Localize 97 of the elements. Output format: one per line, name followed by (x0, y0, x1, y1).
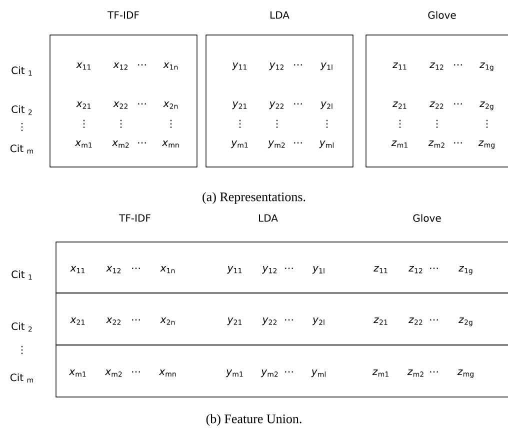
ellipsis: ⋯ (138, 142, 146, 144)
matrix-entry: z$_{22}$ (408, 318, 422, 325)
ellipsis: ⋮ (22, 122, 23, 132)
ellipsis: ⋯ (132, 268, 140, 269)
matrix-entry: x$_{m1}$ (68, 370, 86, 377)
matrix-entry: x$_{m2}$ (112, 140, 129, 148)
matrix-entry: x$_{12}$ (106, 266, 120, 274)
ellipsis: ⋯ (132, 319, 140, 320)
row-label: Cit $_{2}$ (12, 105, 32, 115)
ellipsis: ⋯ (138, 64, 146, 66)
matrix-entry: x$_{21}$ (70, 318, 85, 325)
row-label: Cit $_{1}$ (12, 66, 32, 76)
matrix-entry: y$_{11}$ (232, 62, 247, 70)
column-heading: Glove (413, 214, 441, 222)
matrix-entry: y$_{21}$ (227, 318, 242, 326)
ellipsis: ⋯ (454, 103, 462, 104)
row-label: Cit $_{2}$ (12, 322, 32, 332)
matrix-entry: x$_{1n}$ (160, 266, 175, 274)
ellipsis: ⋮ (84, 120, 85, 128)
matrix-entry: z$_{11}$ (392, 62, 406, 70)
row-label: Cit $_{m}$ (10, 373, 33, 383)
column-heading: TF-IDF (108, 11, 139, 19)
matrix-entry: z$_{2g}$ (458, 318, 472, 326)
matrix-entry: y$_{22}$ (269, 102, 284, 110)
ellipsis: ⋮ (240, 120, 241, 128)
caption: (a) Representations. (202, 192, 306, 204)
matrix-entry: y$_{ml}$ (311, 370, 326, 378)
matrix-entry: x$_{2n}$ (160, 318, 175, 325)
matrix-entry: z$_{11}$ (374, 266, 388, 274)
matrix-entry: x$_{22}$ (113, 102, 128, 109)
matrix-entry: z$_{m1}$ (391, 140, 408, 148)
matrix-entry: z$_{1g}$ (480, 62, 494, 72)
matrix-entry: x$_{12}$ (113, 62, 128, 70)
column-heading: Glove (428, 11, 456, 19)
ellipsis: ⋮ (170, 120, 172, 128)
ellipsis: ⋯ (294, 103, 302, 104)
matrix-entry: x$_{1n}$ (163, 62, 178, 70)
matrix-entry: y$_{12}$ (262, 266, 277, 274)
matrix-entry: y$_{22}$ (262, 318, 277, 326)
matrix-entry: y$_{1l}$ (312, 266, 324, 274)
matrix-entry: z$_{1g}$ (458, 266, 472, 275)
ellipsis: ⋯ (430, 268, 438, 269)
matrix-entry: x$_{m2}$ (104, 370, 122, 377)
column-heading: LDA (270, 11, 290, 19)
matrix-entry: z$_{m2}$ (428, 140, 444, 148)
matrix-entry: y$_{1l}$ (320, 62, 332, 70)
matrix-entry: x$_{mn}$ (162, 140, 179, 148)
matrix-entry: y$_{2l}$ (312, 318, 324, 326)
matrix-entry: x$_{m1}$ (74, 140, 92, 148)
matrix-entry: x$_{2n}$ (163, 102, 178, 109)
matrix-entry: y$_{m1}$ (226, 370, 243, 378)
ellipsis: ⋮ (120, 120, 122, 128)
matrix-entry: z$_{12}$ (408, 266, 422, 274)
matrix-entry: z$_{21}$ (392, 102, 406, 109)
ellipsis: ⋯ (294, 142, 302, 144)
ellipsis: ⋯ (285, 268, 293, 269)
row-label: Cit $_{1}$ (12, 270, 32, 280)
ellipsis: ⋯ (454, 64, 462, 66)
matrix-entry: y$_{2l}$ (320, 102, 332, 110)
ellipsis: ⋯ (430, 371, 438, 372)
column-heading: TF-IDF (119, 214, 150, 222)
matrix-entry: y$_{m2}$ (268, 140, 285, 148)
matrix-entry: z$_{12}$ (430, 62, 444, 70)
matrix-entry: x$_{11}$ (70, 266, 85, 274)
ellipsis: ⋯ (454, 142, 462, 144)
matrix-entry: y$_{m2}$ (260, 370, 278, 378)
row-label: Cit $_{m}$ (10, 144, 33, 154)
matrix-entry: z$_{2g}$ (480, 102, 494, 110)
ellipsis: ⋯ (138, 103, 146, 104)
matrix-entry: z$_{mg}$ (478, 140, 494, 149)
matrix-entry: y$_{11}$ (227, 266, 242, 274)
ellipsis: ⋯ (285, 371, 293, 372)
matrix-entry: y$_{m1}$ (230, 140, 248, 148)
ellipsis: ⋯ (285, 319, 293, 320)
ellipsis: ⋮ (22, 346, 23, 354)
column-heading: LDA (259, 214, 278, 222)
matrix-entry: z$_{m1}$ (372, 370, 388, 377)
matrix-entry: x$_{11}$ (76, 62, 91, 70)
ellipsis: ⋮ (486, 120, 488, 128)
matrix-entry: z$_{21}$ (374, 318, 388, 325)
ellipsis: ⋯ (430, 319, 438, 320)
ellipsis: ⋯ (294, 64, 302, 66)
matrix-entry: z$_{mg}$ (457, 370, 474, 378)
matrix-entry: y$_{12}$ (269, 62, 284, 70)
ellipsis: ⋯ (132, 371, 140, 372)
ellipsis: ⋮ (400, 120, 401, 128)
caption: (b) Feature Union. (206, 414, 302, 426)
ellipsis: ⋮ (436, 120, 438, 128)
ellipsis: ⋮ (326, 120, 328, 128)
matrix-entry: x$_{22}$ (106, 318, 120, 325)
matrix-entry: z$_{22}$ (430, 102, 444, 109)
matrix-entry: y$_{21}$ (232, 102, 247, 110)
ellipsis: ⋮ (276, 120, 278, 128)
matrix-entry: x$_{21}$ (76, 102, 91, 109)
matrix-entry: x$_{mn}$ (158, 370, 176, 376)
matrix-entry: z$_{m2}$ (407, 370, 424, 377)
matrix-entry: y$_{ml}$ (319, 140, 334, 148)
